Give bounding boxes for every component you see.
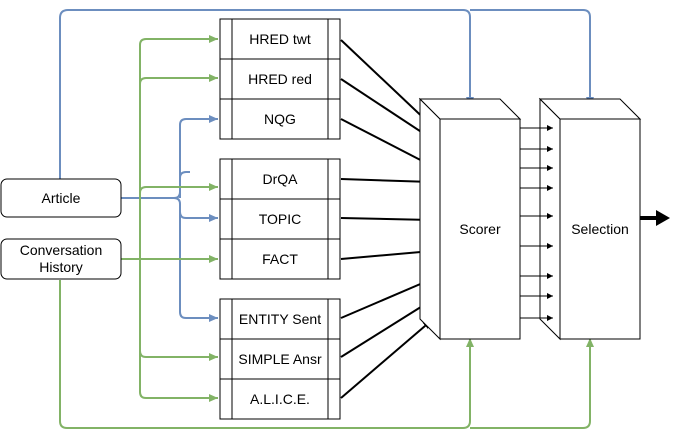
history-to-drqa-line [139,183,218,194]
selection-label: Selection [571,220,629,237]
model-label-fact: FACT [262,250,298,267]
model-label-topic: TOPIC [258,210,302,227]
article-to-drqa-line [179,171,190,198]
conversation-history-box [0,238,122,280]
selection-box [538,97,642,341]
history-to-hred-twt-line [139,35,218,259]
history-bottom-line [59,280,474,429]
article-to-selection-line [470,9,594,106]
model-group-1 [219,18,341,140]
history-to-hred-red-line [139,74,218,85]
model-to-scorer-arrows [340,39,433,399]
scorer-label: Scorer [459,220,501,237]
scorer-box [418,97,522,341]
model-label-entity-sent: ENTITY Sent [238,310,322,327]
output-arrow [640,210,670,226]
model-label-hred-twt: HRED twt [249,30,311,47]
history-to-selection-line [470,338,594,429]
article-box [0,178,122,218]
conversation-history-label: Conversation History [19,242,103,275]
article-label: Article [41,189,81,206]
model-label-nqg: NQG [264,110,296,127]
model-label-hred-red: HRED red [248,70,312,87]
model-label-alice: A.L.I.C.E. [250,390,310,407]
history-connectors [59,35,594,429]
model-label-drqa: DrQA [262,170,298,187]
model-group-2 [219,158,341,280]
history-to-alice-line [139,351,218,402]
article-to-scorer-line [59,9,474,179]
article-to-entity-line [179,212,218,322]
scorer-to-selection-arrows [520,125,553,321]
article-connectors [59,9,594,322]
model-label-simple-ansr: SIMPLE Ansr [238,350,322,367]
model-group-3 [219,298,341,420]
